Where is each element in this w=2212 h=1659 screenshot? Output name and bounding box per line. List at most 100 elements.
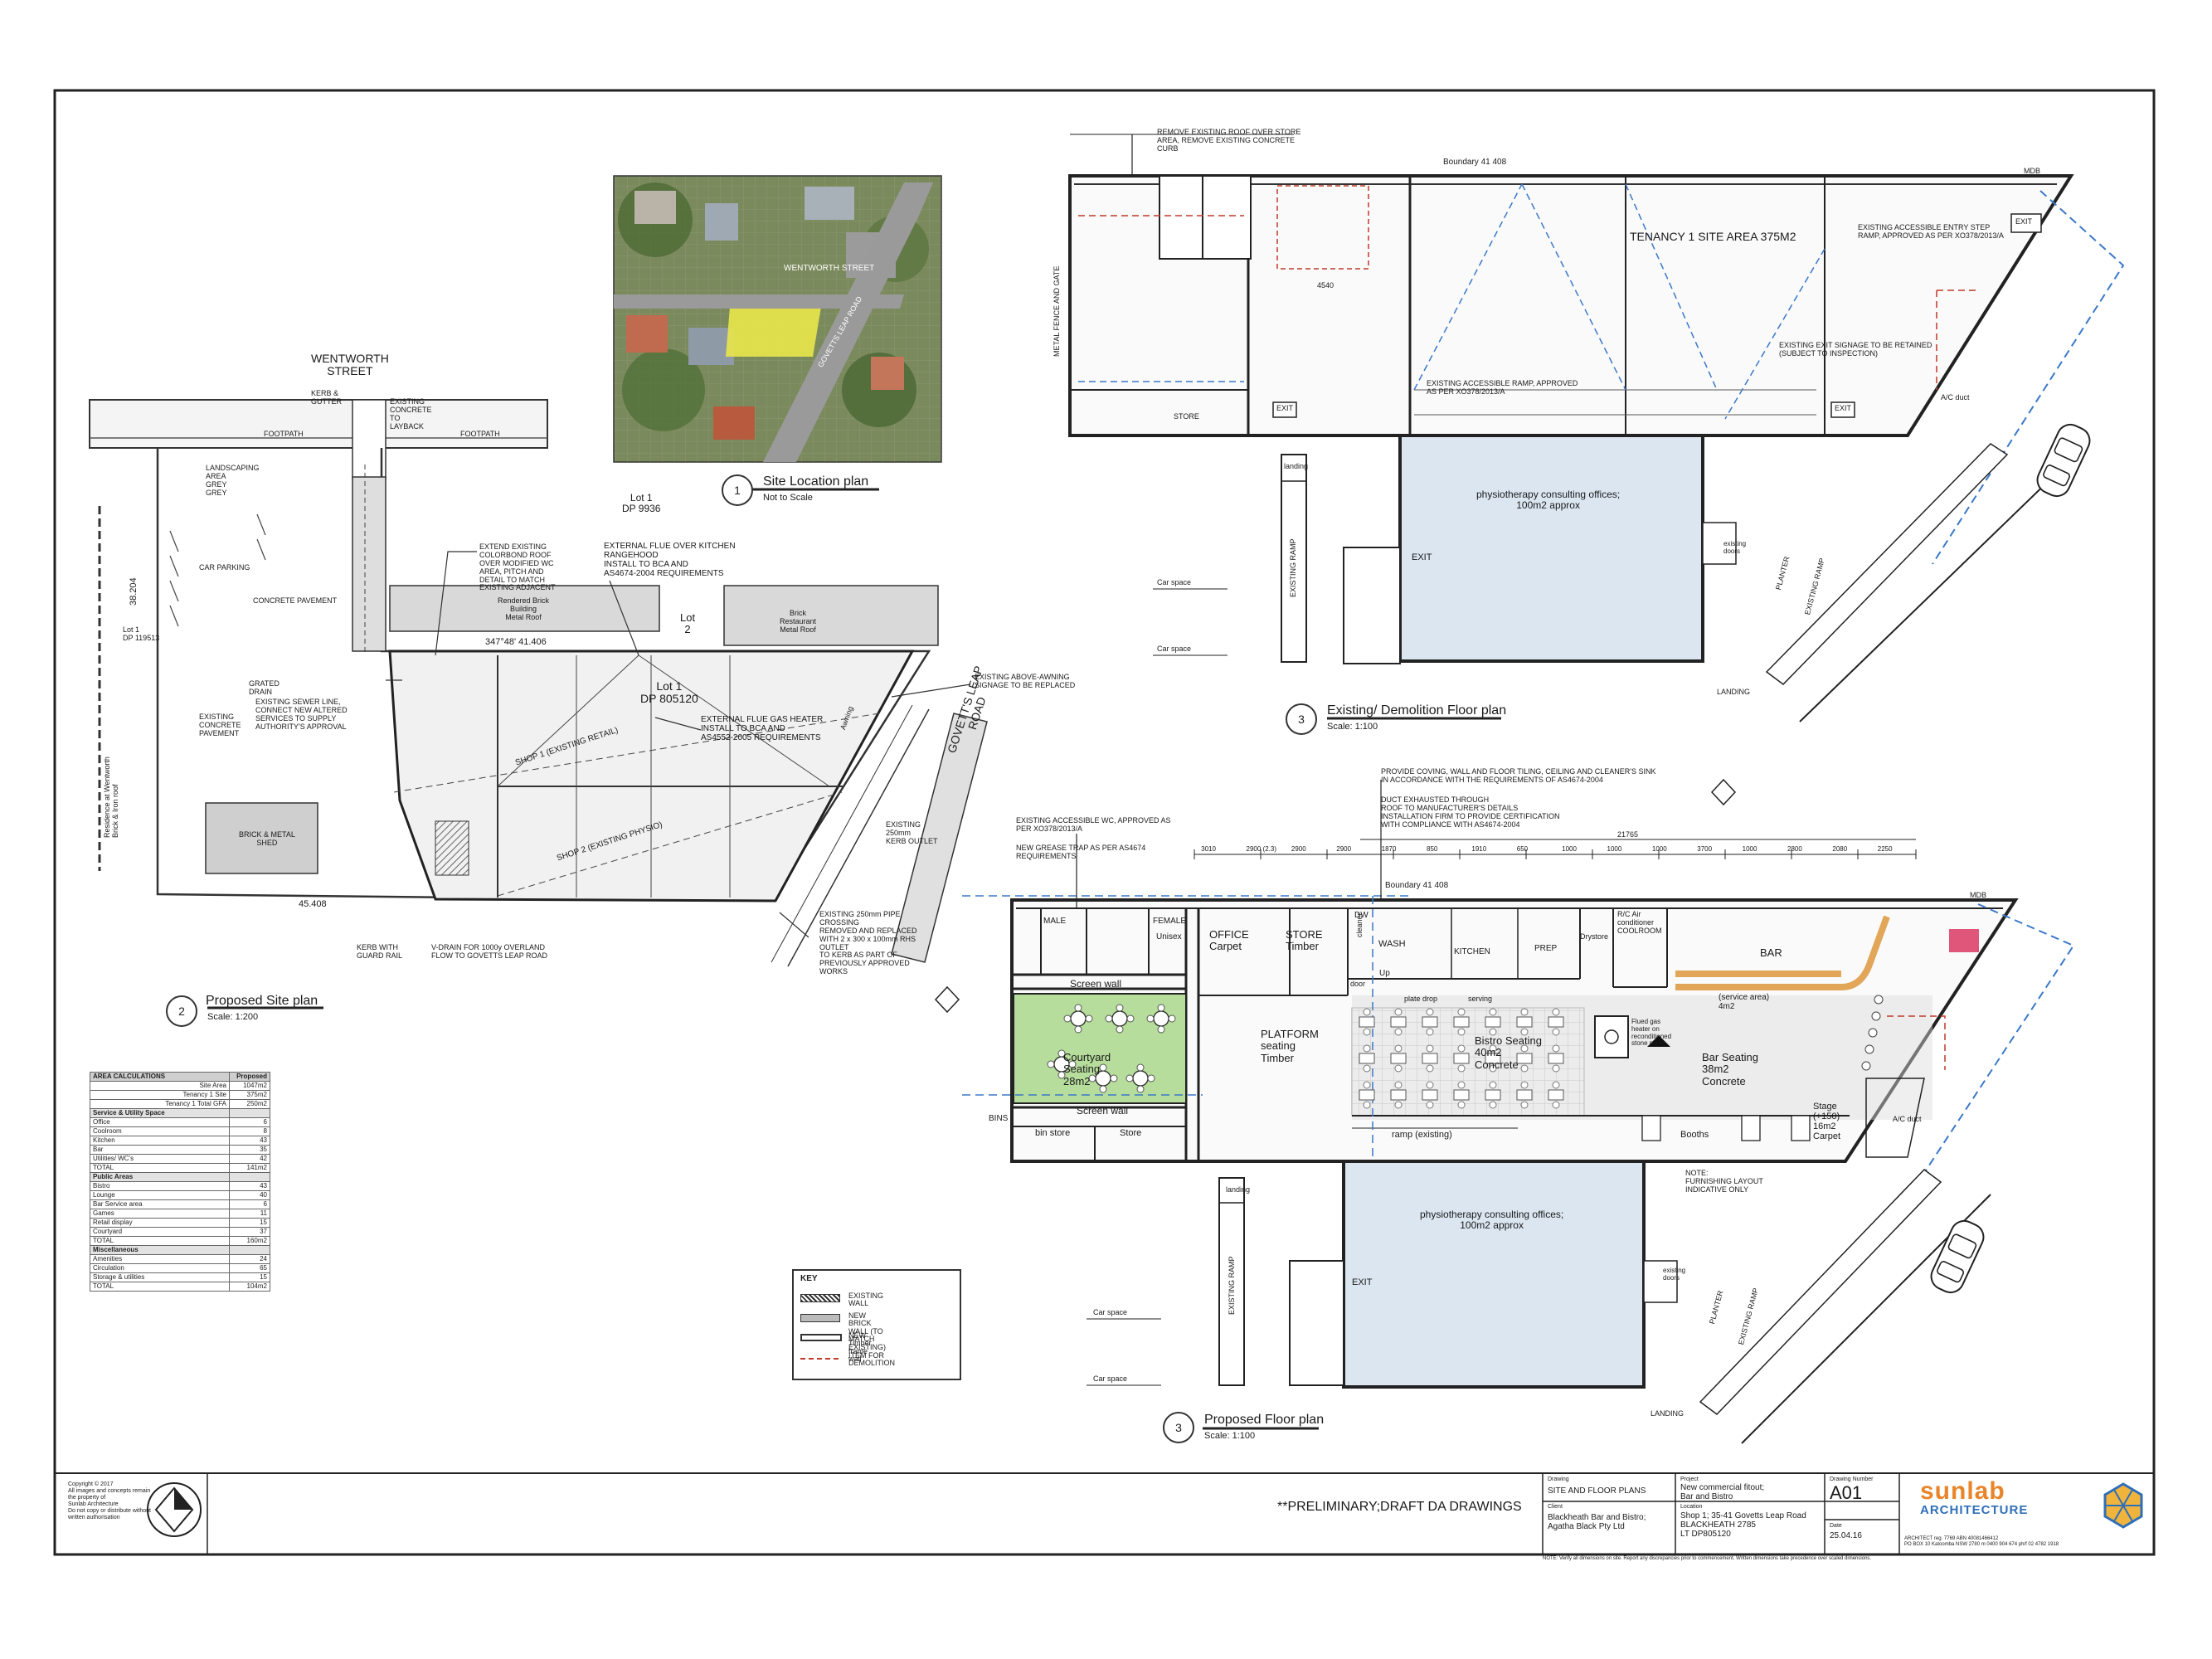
unisex-wc-label: Unisex: [1156, 932, 1182, 941]
existing-physio-label: physiotherapy consulting offices; 100m2 …: [1476, 489, 1621, 512]
coolroom-label: R/C Air conditioner COOLROOM: [1617, 910, 1662, 935]
area-row-label: TOTAL: [90, 1163, 230, 1173]
logo-subtitle: ARCHITECTURE: [1920, 1503, 2029, 1517]
existing-car-space-b: Car space: [1157, 645, 1192, 653]
dimension-label: 1000: [1607, 845, 1622, 853]
courtyard-label: Courtyard Seating 28m2: [1063, 1051, 1111, 1087]
office-label: OFFICE Carpet: [1209, 928, 1249, 953]
existing-plan-scale: Scale: 1:100: [1327, 722, 1378, 732]
drawing-caption: Drawing: [1548, 1477, 1569, 1482]
existing-sliding-doors: existing doors: [1723, 540, 1747, 555]
site-street-label: WENTWORTH STREET: [311, 352, 389, 378]
duct-note: DUCT EXHAUSTED THROUGH ROOF TO MANUFACTU…: [1381, 795, 1560, 829]
area-row-value: [229, 1108, 270, 1118]
lot1-dp805120-label: Lot 1 DP 805120: [640, 679, 698, 706]
area-row-value: 6: [229, 1117, 270, 1127]
area-row-value: 42: [229, 1154, 270, 1164]
dimension-label: 1870: [1381, 845, 1397, 853]
existing-store-label: STORE: [1174, 412, 1199, 421]
brick-shed-label: BRICK & METAL SHED: [239, 830, 295, 847]
area-row-label: Bistro: [90, 1181, 230, 1191]
dimension-label: 2900: [1336, 845, 1352, 853]
key-swatch: [800, 1358, 839, 1360]
exit-sign-c: EXIT: [2015, 217, 2033, 226]
area-row-value: 65: [229, 1263, 270, 1273]
area-row-value: 104m2: [229, 1282, 270, 1292]
aerial-street-label: WENTWORTH STREET: [784, 264, 875, 273]
area-row-label: Service & Utility Space: [90, 1108, 230, 1118]
concrete-pavement-label: CONCRETE PAVEMENT: [253, 596, 338, 605]
proposed-car-space-a: Car space: [1093, 1308, 1128, 1316]
site-plan-number: 2: [166, 995, 197, 1027]
dimension-label: 850: [1427, 845, 1438, 853]
area-row-label: Lounge: [90, 1190, 230, 1200]
proposed-landing-a: landing: [1226, 1185, 1251, 1194]
dimension-label: 3700: [1697, 845, 1713, 853]
key-swatch: [800, 1314, 840, 1322]
site-plan-scale: Scale: 1:200: [207, 1012, 259, 1022]
area-row-value: 37: [229, 1227, 270, 1237]
key-label: NEW BRICK WALL (TO MATCH EXISTING): [848, 1311, 887, 1351]
proposed-mdb-label: MDB: [1970, 891, 1986, 899]
project-caption: Project: [1680, 1477, 1699, 1482]
area-row-value: 15: [229, 1272, 270, 1282]
area-row-value: 141m2: [229, 1163, 270, 1173]
area-row-label: Office: [90, 1117, 230, 1127]
coving-note: PROVIDE COVING, WALL AND FLOOR TILING, C…: [1381, 767, 1656, 784]
service-area-label: (service area) 4m2: [1719, 993, 1770, 1011]
grease-trap-note: NEW GREASE TRAP AS PER AS4674 REQUIREMEN…: [1016, 844, 1146, 860]
area-header-label: AREA CALCULATIONS: [90, 1072, 230, 1082]
brick-restaurant-label: Brick Restaurant Metal Roof: [780, 609, 817, 634]
area-row: Miscellaneous: [90, 1245, 270, 1255]
existing-landing-bottom: LANDING: [1717, 688, 1751, 696]
proposed-ac-duct-label: A/C duct: [1893, 1115, 1922, 1123]
store-b-label: Store: [1120, 1128, 1142, 1138]
dimension-label: 1000: [1742, 845, 1757, 853]
ramp-existing-label: ramp (existing): [1392, 1130, 1452, 1140]
area-row-value: [229, 1172, 270, 1182]
dimension-label: 650: [1516, 845, 1529, 853]
area-row-value: 6: [229, 1199, 270, 1209]
bin-store-label: bin store: [1035, 1128, 1071, 1138]
existing-ramp-left: EXISTING RAMP: [1289, 538, 1297, 597]
accessible-ramp-note: EXISTING ACCESSIBLE RAMP, APPROVED AS PE…: [1427, 379, 1578, 396]
kitchen-label: KITCHEN: [1454, 947, 1490, 956]
copyright-note: Copyright © 2017 All images and concepts…: [68, 1481, 151, 1521]
landscaping-label: LANDSCAPING AREA GREY GREY: [206, 464, 260, 497]
existing-plan-number: 3: [1286, 703, 1317, 735]
project-name: New commercial fitout; Bar and Bistro: [1680, 1483, 1765, 1501]
footpath-left-label: FOOTPATH: [264, 430, 304, 438]
existing-wc-note: EXISTING ACCESSIBLE WC, APPROVED AS PER …: [1016, 816, 1171, 833]
date-caption: Date: [1830, 1523, 1842, 1529]
bistro-label: Bistro Seating 40m2 Concrete: [1475, 1034, 1542, 1071]
area-row-label: Courtyard: [90, 1227, 230, 1237]
area-row-label: Utilities/ WC's: [90, 1154, 230, 1164]
contact-details: ARCHITECT reg. 7769 ABN 40081466412 PO B…: [1904, 1536, 2059, 1548]
grated-drain-label: GRATED DRAIN: [249, 679, 280, 696]
gas-heater-label: Flued gas heater on reconditioned stone …: [1631, 1018, 1672, 1048]
area-row-label: TOTAL: [90, 1282, 230, 1292]
screen-wall-top: Screen wall: [1070, 978, 1122, 990]
signage-note: EXISTING ABOVE-AWNING SIGNAGE TO BE REPL…: [975, 673, 1076, 689]
boundary-top-label: 347°48' 41.406: [485, 637, 547, 647]
drystore-label: Drystore: [1580, 932, 1609, 941]
existing-car-space-a: Car space: [1157, 578, 1192, 586]
area-row-label: Kitchen: [90, 1136, 230, 1146]
client-name: Blackheath Bar and Bistro; Agatha Black …: [1548, 1513, 1646, 1531]
footer-note: NOTE: Verify all dimensions on site. Rep…: [1543, 1556, 1872, 1561]
area-row-label: Tenancy 1 Site: [90, 1090, 230, 1100]
client-caption: Client: [1548, 1504, 1563, 1510]
proposed-ramp-left: EXISTING RAMP: [1228, 1256, 1236, 1315]
area-row-value: [229, 1245, 270, 1255]
lot1-dp-label: Lot 1 DP 9936: [622, 492, 661, 515]
